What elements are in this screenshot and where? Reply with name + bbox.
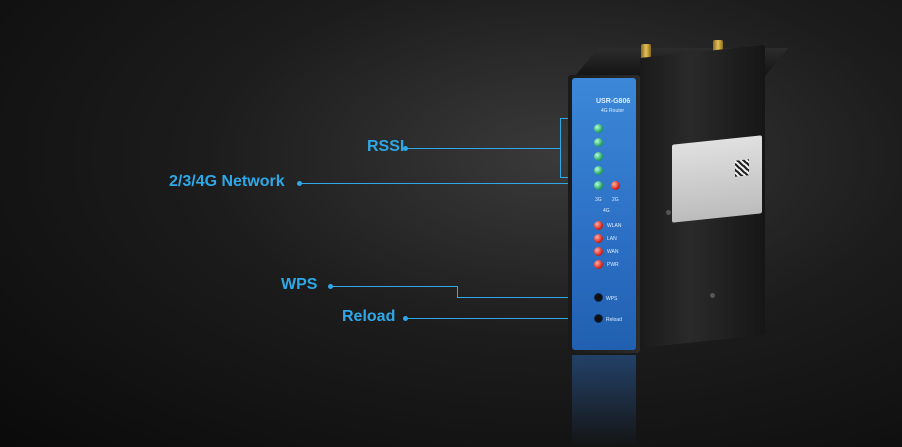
wlan-led: [594, 221, 603, 230]
rssi-led-3: [594, 152, 603, 161]
reload-callout-dot: [403, 316, 408, 321]
lan-led: [594, 234, 603, 243]
wan-label: WAN: [607, 249, 619, 255]
device-brand: USR-G806: [596, 98, 631, 105]
wps-callout-line-3: [457, 297, 595, 298]
wps-callout-line-2: [457, 286, 458, 297]
network-led-3g: [594, 181, 603, 190]
reload-button-label: Reload: [606, 317, 622, 323]
rssi-callout-line: [405, 148, 560, 149]
screw: [710, 293, 715, 298]
lan-label: LAN: [607, 236, 617, 242]
router-front-panel: [572, 78, 636, 350]
qr-code: [735, 159, 749, 177]
rssi-led-4: [594, 166, 603, 175]
wps-button[interactable]: [594, 293, 603, 302]
screw: [666, 210, 671, 215]
wps-callout-dot: [328, 284, 333, 289]
wps-callout-label: WPS: [281, 276, 318, 293]
pwr-led: [594, 260, 603, 269]
product-label-sticker: [672, 135, 762, 223]
wan-led: [594, 247, 603, 256]
network-callout-label: 2/3/4G Network: [169, 173, 285, 190]
wps-button-label: WPS: [606, 296, 618, 302]
device-subtitle: 4G Router: [601, 108, 625, 114]
network-callout-line: [300, 183, 596, 184]
reload-callout-label: Reload: [342, 308, 396, 325]
net-label-2g: 2G: [612, 197, 619, 203]
wlan-label: WLAN: [607, 223, 622, 229]
rssi-callout-label: RSSI: [367, 138, 405, 155]
router-reflection: [572, 355, 636, 447]
reload-button[interactable]: [594, 314, 603, 323]
net-label-4g: 4G: [603, 208, 610, 214]
wps-callout-line-1: [331, 286, 457, 287]
rssi-led-2: [594, 138, 603, 147]
network-callout-dot: [297, 181, 302, 186]
rssi-led-1: [594, 124, 603, 133]
net-label-3g: 3G: [595, 197, 602, 203]
pwr-label: PWR: [607, 262, 619, 268]
antenna-connector-left: [641, 44, 651, 66]
reload-callout-line: [406, 318, 596, 319]
network-led-2g: [611, 181, 620, 190]
